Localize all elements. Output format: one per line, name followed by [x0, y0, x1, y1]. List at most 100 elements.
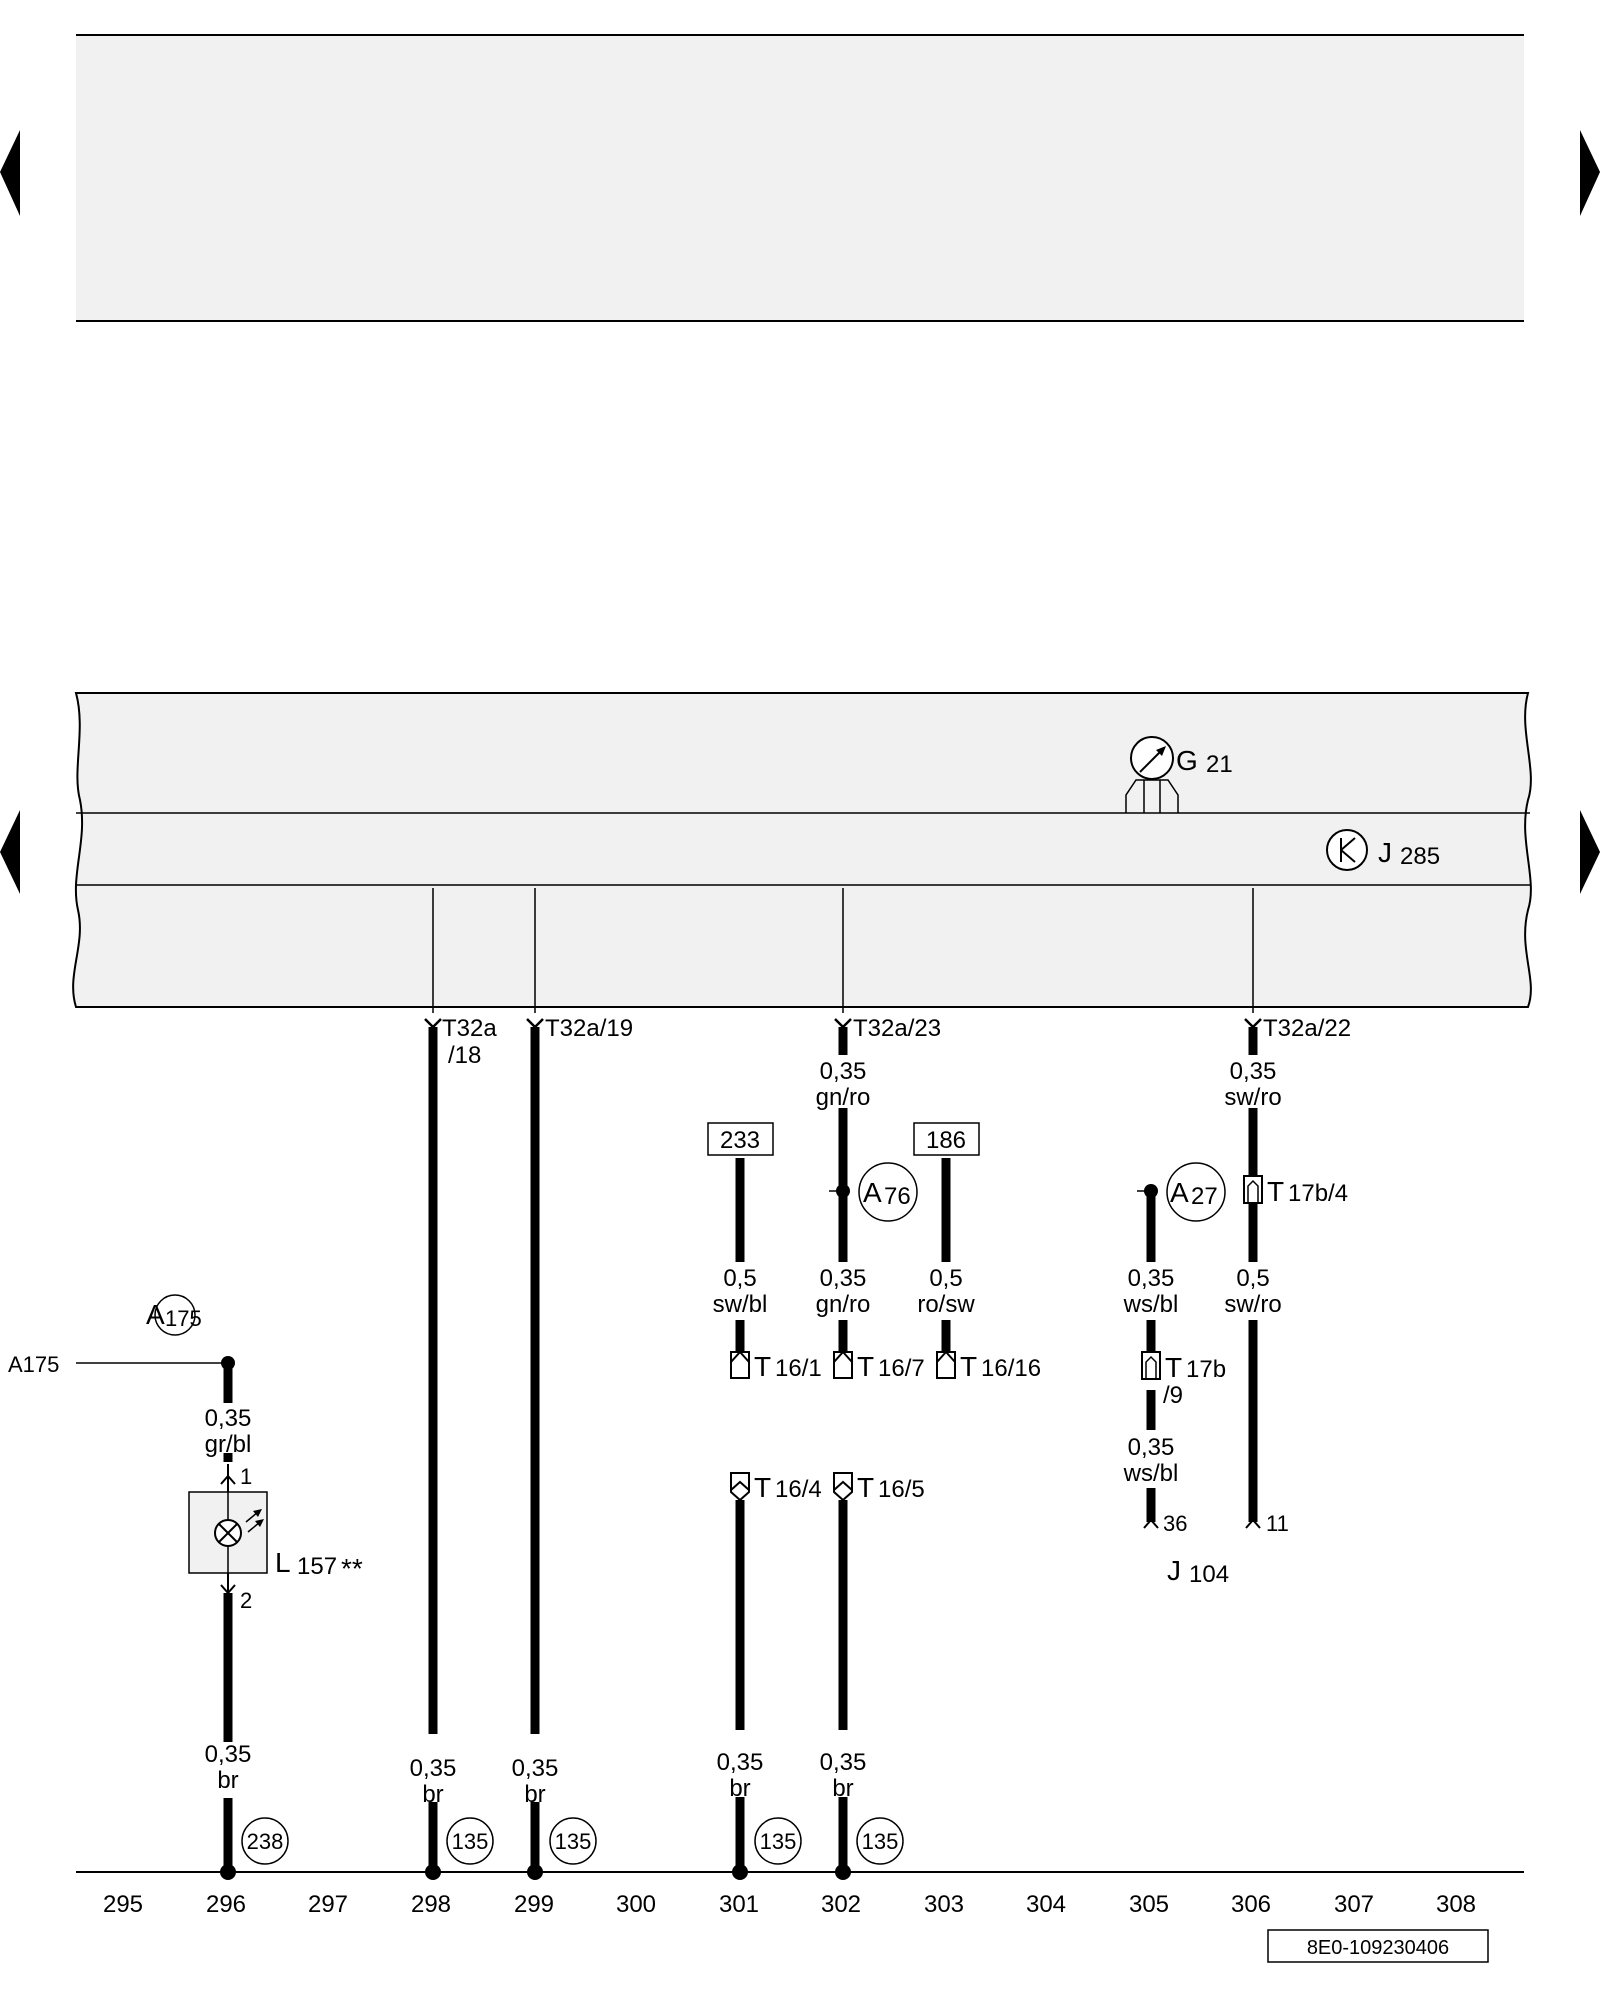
svg-text:T: T: [754, 1472, 771, 1503]
prev-page-arrow-bottom[interactable]: [0, 810, 20, 894]
connector-t32a-19: T32a/19: [526, 1015, 633, 1042]
component-number: 104: [1189, 1561, 1229, 1588]
svg-text:16/1: 16/1: [775, 1355, 822, 1382]
component-number: 285: [1400, 843, 1440, 870]
svg-text:ro/sw: ro/sw: [917, 1291, 975, 1318]
component-letter: J: [1167, 1555, 1181, 1586]
track-number: 304: [1026, 1891, 1066, 1918]
next-page-arrow-bottom[interactable]: [1580, 810, 1600, 894]
pin-number: 36: [1163, 1511, 1187, 1536]
svg-text:sw/bl: sw/bl: [713, 1291, 768, 1318]
svg-text:br: br: [422, 1781, 443, 1808]
wires: [223, 1027, 1258, 1872]
svg-text:T32a/22: T32a/22: [1263, 1015, 1351, 1042]
pin-number: 11: [1266, 1511, 1289, 1536]
diagram-id: 8E0-109230406: [1307, 1937, 1449, 1959]
svg-text:sw/ro: sw/ro: [1224, 1291, 1281, 1318]
gauge-g21: G 21: [1125, 736, 1233, 813]
track-number: 305: [1129, 1891, 1169, 1918]
component-number: 21: [1206, 751, 1233, 778]
svg-text:17b/4: 17b/4: [1288, 1180, 1348, 1207]
svg-text:175: 175: [165, 1306, 202, 1331]
top-panel: [76, 34, 1524, 322]
track-number: 297: [308, 1891, 348, 1918]
svg-text:16/7: 16/7: [878, 1355, 925, 1382]
svg-text:T: T: [1267, 1176, 1284, 1207]
ground-ref-135-302[interactable]: 135: [856, 1817, 904, 1865]
svg-text:0,5: 0,5: [1236, 1265, 1269, 1292]
connector-t32a-18: T32a /18: [424, 1015, 497, 1069]
svg-text:27: 27: [1191, 1183, 1218, 1210]
connector-t16-7: T 16/7: [833, 1350, 925, 1382]
svg-text:/9: /9: [1163, 1382, 1183, 1409]
svg-text:135: 135: [452, 1829, 489, 1854]
junction-a175: A 175: [146, 1294, 202, 1336]
component-mark: **: [341, 1553, 363, 1584]
svg-text:br: br: [524, 1781, 545, 1808]
control-unit-j285: J 285: [1326, 829, 1440, 871]
track-number: 303: [924, 1891, 964, 1918]
svg-text:ws/bl: ws/bl: [1123, 1460, 1179, 1487]
svg-text:16/16: 16/16: [981, 1355, 1041, 1382]
connector-t17b-9: T 17b /9: [1141, 1351, 1226, 1409]
svg-text:186: 186: [926, 1127, 966, 1154]
svg-text:br: br: [217, 1767, 238, 1794]
svg-text:T: T: [857, 1472, 874, 1503]
ground-ref-135-298[interactable]: 135: [446, 1817, 494, 1865]
svg-text:76: 76: [884, 1183, 911, 1210]
track-number: 300: [616, 1891, 656, 1918]
connector-t17b-4: T 17b/4: [1243, 1175, 1348, 1207]
svg-text:T32a: T32a: [442, 1015, 497, 1042]
track-number: 296: [206, 1891, 246, 1918]
svg-text:T: T: [754, 1351, 771, 1382]
svg-text:0,35: 0,35: [1128, 1265, 1175, 1292]
track-number: 298: [411, 1891, 451, 1918]
svg-text:/18: /18: [448, 1042, 481, 1069]
svg-text:T: T: [857, 1351, 874, 1382]
prev-page-arrow-top[interactable]: [0, 130, 20, 216]
component-letter: L: [275, 1547, 291, 1578]
svg-text:T32a/23: T32a/23: [853, 1015, 941, 1042]
svg-text:233: 233: [720, 1127, 760, 1154]
junction-a76: A 76: [858, 1162, 918, 1222]
track-number: 308: [1436, 1891, 1476, 1918]
next-page-arrow-top[interactable]: [1580, 130, 1600, 216]
svg-text:135: 135: [862, 1829, 899, 1854]
wire-color: gr/bl: [205, 1431, 252, 1458]
track-number: 302: [821, 1891, 861, 1918]
svg-text:T: T: [1165, 1352, 1182, 1383]
track-number: 301: [719, 1891, 759, 1918]
svg-text:A: A: [146, 1299, 165, 1330]
track-number: 295: [103, 1891, 143, 1918]
connector-t16-5: T 16/5: [833, 1472, 925, 1503]
ref-box-186[interactable]: 186: [913, 1122, 980, 1156]
component-number: 157: [297, 1553, 337, 1580]
svg-text:17b: 17b: [1186, 1356, 1226, 1383]
gauge-icon: [1130, 736, 1174, 780]
external-wire-label: A175: [8, 1352, 59, 1377]
lamp-l157: 1 2 L 157 **: [188, 1464, 363, 1613]
connector-t32a-23: T32a/23: [834, 1015, 941, 1042]
junction-dot: [221, 1356, 235, 1370]
svg-text:ws/bl: ws/bl: [1123, 1291, 1179, 1318]
junction-dot: [1144, 1184, 1158, 1198]
ref-box-233[interactable]: 233: [707, 1122, 774, 1156]
svg-text:16/5: 16/5: [878, 1476, 925, 1503]
svg-text:br: br: [729, 1775, 750, 1802]
svg-text:0,35: 0,35: [205, 1741, 252, 1768]
connector-t16-16: T 16/16: [936, 1350, 1041, 1382]
junction-dot: [836, 1184, 850, 1198]
ground-ref-238[interactable]: 238: [241, 1817, 289, 1865]
wire-size: 0,35: [205, 1405, 252, 1432]
svg-text:0,35: 0,35: [820, 1265, 867, 1292]
diagram-id-box: 8E0-109230406: [1267, 1929, 1489, 1963]
ground-ref-135-301[interactable]: 135: [754, 1817, 802, 1865]
ground-ref-135-299[interactable]: 135: [549, 1817, 597, 1865]
svg-text:gn/ro: gn/ro: [816, 1291, 871, 1318]
svg-text:br: br: [832, 1775, 853, 1802]
connector-t16-4: T 16/4: [730, 1472, 822, 1503]
track-numbers: 295 296 297 298 299 300 301 302 303 304 …: [103, 1891, 1476, 1918]
svg-text:T: T: [960, 1351, 977, 1382]
ground-dots: [220, 1864, 851, 1880]
